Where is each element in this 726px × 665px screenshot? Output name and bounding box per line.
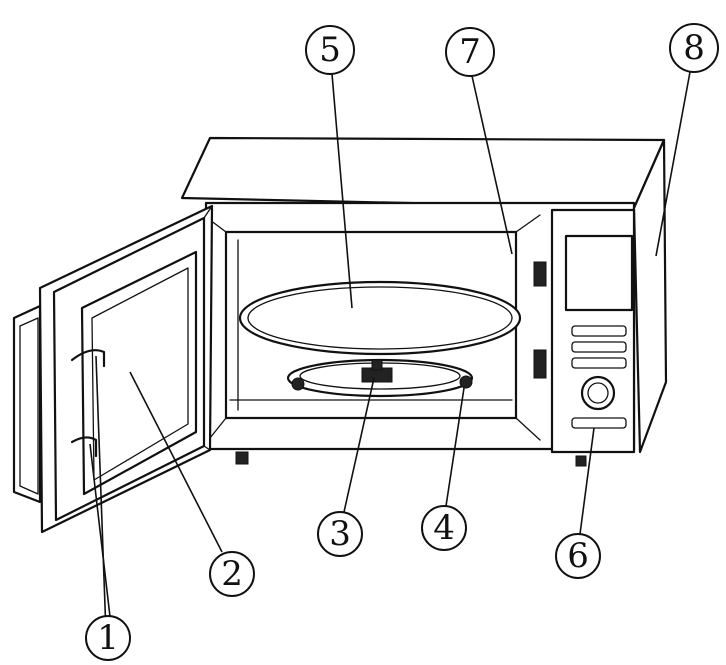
svg-text:2: 2 <box>221 554 243 594</box>
callout-3: 3 <box>318 512 362 556</box>
callout-4: 4 <box>422 506 466 550</box>
svg-text:7: 7 <box>459 32 481 72</box>
svg-text:8: 8 <box>683 28 705 68</box>
callout-7: 7 <box>446 28 494 76</box>
svg-text:6: 6 <box>567 536 589 576</box>
display-window <box>566 236 632 310</box>
callout-2: 2 <box>210 552 254 596</box>
glass-tray <box>240 282 520 354</box>
feet <box>236 452 586 466</box>
svg-text:3: 3 <box>329 514 351 554</box>
control-knob <box>582 377 614 409</box>
callout-6: 6 <box>556 534 600 578</box>
control-panel <box>552 210 634 452</box>
callout-8: 8 <box>670 24 718 72</box>
svg-text:4: 4 <box>433 508 455 548</box>
callout-1: 1 <box>86 616 130 660</box>
svg-text:5: 5 <box>319 30 341 70</box>
svg-text:1: 1 <box>97 618 119 658</box>
door <box>14 206 212 532</box>
callout-5: 5 <box>306 26 354 74</box>
